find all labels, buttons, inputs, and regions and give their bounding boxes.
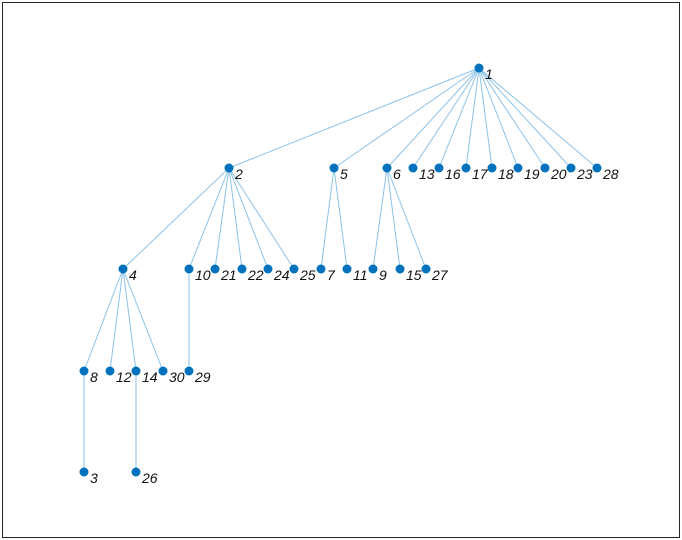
node-6[interactable] <box>382 163 392 173</box>
node-label-19: 19 <box>524 166 540 182</box>
node-label-1: 1 <box>485 66 493 82</box>
edge-4-12 <box>109 268 124 372</box>
node-label-3: 3 <box>90 470 98 486</box>
node-3[interactable] <box>79 467 89 477</box>
node-label-11: 11 <box>353 267 368 283</box>
node-21[interactable] <box>210 264 220 274</box>
node-label-18: 18 <box>498 166 514 182</box>
node-8[interactable] <box>79 366 89 376</box>
node-16[interactable] <box>434 163 444 173</box>
edge-6-27 <box>386 167 427 270</box>
node-label-27: 27 <box>431 267 449 283</box>
edge-2-4 <box>122 167 230 270</box>
edge-4-30 <box>122 268 164 372</box>
node-7[interactable] <box>316 264 326 274</box>
node-label-20: 20 <box>550 166 567 182</box>
node-17[interactable] <box>461 163 471 173</box>
edge-5-7 <box>320 167 335 270</box>
node-label-22: 22 <box>247 267 264 283</box>
edge-1-2 <box>228 67 480 169</box>
edge-2-10 <box>188 167 230 270</box>
node-4[interactable] <box>118 264 128 274</box>
node-label-13: 13 <box>419 166 435 182</box>
node-25[interactable] <box>289 264 299 274</box>
edge-2-21 <box>214 167 230 270</box>
edge-1-13 <box>412 67 480 169</box>
node-label-12: 12 <box>116 369 132 385</box>
edge-1-5 <box>333 67 480 169</box>
node-label-10: 10 <box>195 267 211 283</box>
node-label-29: 29 <box>194 369 211 385</box>
node-label-17: 17 <box>472 166 489 182</box>
edge-5-11 <box>333 167 348 270</box>
node-30[interactable] <box>158 366 168 376</box>
edge-2-24 <box>228 167 269 270</box>
node-19[interactable] <box>513 163 523 173</box>
node-label-24: 24 <box>273 267 290 283</box>
edge-1-28 <box>478 67 598 169</box>
node-1[interactable] <box>474 63 484 73</box>
edge-1-19 <box>478 67 519 169</box>
node-5[interactable] <box>329 163 339 173</box>
node-18[interactable] <box>487 163 497 173</box>
node-label-5: 5 <box>340 166 348 182</box>
edge-6-9 <box>372 167 388 270</box>
node-label-14: 14 <box>142 369 158 385</box>
node-28[interactable] <box>592 163 602 173</box>
node-29[interactable] <box>184 366 194 376</box>
node-label-4: 4 <box>129 267 137 283</box>
node-15[interactable] <box>395 264 405 274</box>
edge-1-20 <box>478 67 546 169</box>
node-26[interactable] <box>131 467 141 477</box>
edge-4-8 <box>83 268 124 372</box>
node-11[interactable] <box>342 264 352 274</box>
node-label-28: 28 <box>602 166 619 182</box>
node-9[interactable] <box>368 264 378 274</box>
node-20[interactable] <box>540 163 550 173</box>
node-label-6: 6 <box>393 166 401 182</box>
edge-1-17 <box>465 67 480 169</box>
node-2[interactable] <box>224 163 234 173</box>
node-label-2: 2 <box>234 166 243 182</box>
node-label-25: 25 <box>299 267 316 283</box>
node-13[interactable] <box>408 163 418 173</box>
node-12[interactable] <box>105 366 115 376</box>
edge-1-6 <box>386 67 480 169</box>
node-27[interactable] <box>421 264 431 274</box>
node-14[interactable] <box>131 366 141 376</box>
node-23[interactable] <box>566 163 576 173</box>
node-label-21: 21 <box>220 267 237 283</box>
node-label-15: 15 <box>406 267 422 283</box>
edge-2-25 <box>228 167 295 270</box>
edge-1-16 <box>438 67 480 169</box>
node-label-26: 26 <box>141 470 158 486</box>
edge-4-14 <box>122 268 137 372</box>
node-label-9: 9 <box>379 267 387 283</box>
node-24[interactable] <box>263 264 273 274</box>
node-label-16: 16 <box>445 166 461 182</box>
node-10[interactable] <box>184 264 194 274</box>
edge-6-15 <box>386 167 401 270</box>
node-label-30: 30 <box>169 369 185 385</box>
edge-1-23 <box>478 67 572 169</box>
node-label-7: 7 <box>327 267 336 283</box>
node-label-23: 23 <box>576 166 593 182</box>
node-label-8: 8 <box>90 369 98 385</box>
edge-1-18 <box>478 67 493 169</box>
edge-2-22 <box>228 167 243 270</box>
node-22[interactable] <box>237 264 247 274</box>
